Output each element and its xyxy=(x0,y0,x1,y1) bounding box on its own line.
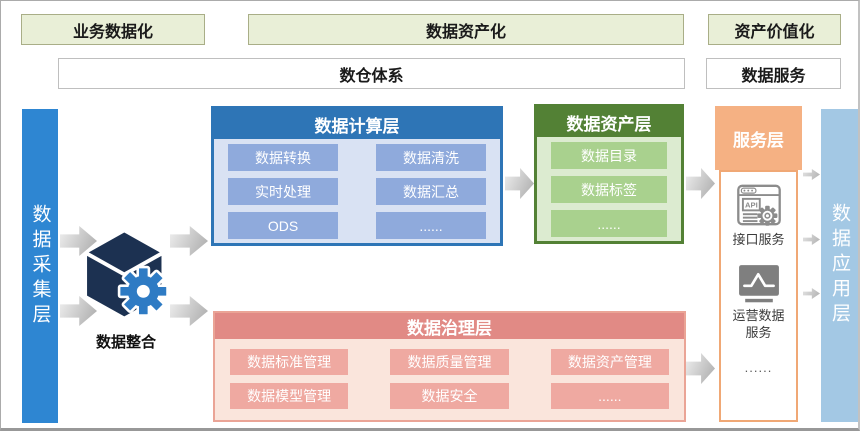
governance-item: 数据安全 xyxy=(390,383,509,409)
banner-asset-valuation: 资产价值化 xyxy=(708,14,841,45)
flow-arrow-icon xyxy=(170,226,208,256)
compute-layer-title: 数据计算层 xyxy=(214,109,500,139)
governance-item: 数据标准管理 xyxy=(230,349,349,375)
box-label: 数据服务 xyxy=(741,67,806,85)
flow-arrow-small-icon xyxy=(803,234,820,245)
flow-arrow-icon xyxy=(505,168,534,199)
ops-chart-monitor-icon xyxy=(738,264,779,303)
asset-layer-cells: 数据目录 数据标签 ...... xyxy=(537,137,681,242)
ops-service-label: 运营数据服务 xyxy=(732,307,785,340)
governance-item: ...... xyxy=(550,383,669,409)
banner-label: 业务数据化 xyxy=(72,23,153,41)
box-data-service: 数据服务 xyxy=(706,58,841,89)
banner-label: 资产价值化 xyxy=(734,23,815,41)
governance-item: 数据质量管理 xyxy=(390,349,509,375)
cube-gear-icon xyxy=(87,232,169,317)
governance-layer-box: 数据治理层 数据标准管理 数据质量管理 数据资产管理 数据模型管理 数据安全 .… xyxy=(213,311,686,422)
flow-arrow-small-icon xyxy=(803,169,820,180)
compute-item: ...... xyxy=(376,212,486,239)
compute-item: 数据转换 xyxy=(228,144,338,171)
api-service-label: 接口服务 xyxy=(732,232,785,247)
flow-arrow-icon xyxy=(170,296,208,326)
compute-item: 数据汇总 xyxy=(376,178,486,205)
asset-layer-box: 数据资产层 数据目录 数据标签 ...... xyxy=(534,104,684,244)
governance-item: 数据资产管理 xyxy=(550,349,669,375)
banner-business-datafication: 业务数据化 xyxy=(21,14,205,45)
compute-item: 实时处理 xyxy=(228,178,338,205)
compute-item: ODS xyxy=(228,212,338,239)
service-layer-body: API 接口服务 运营数据服务 xyxy=(719,170,798,422)
compute-layer-box: 数据计算层 数据转换 数据清洗 实时处理 数据汇总 ODS ...... xyxy=(211,106,503,246)
banner-label: 数据资产化 xyxy=(425,23,506,41)
asset-layer-title: 数据资产层 xyxy=(537,107,681,137)
service-more-ellipsis: ...... xyxy=(744,359,773,375)
service-layer-title: 服务层 xyxy=(715,106,802,170)
flow-arrow-icon xyxy=(686,168,715,199)
asset-item: 数据目录 xyxy=(551,142,667,169)
service-layer-box: 服务层 API xyxy=(715,106,802,422)
data-collection-layer-label: 数据采集层 xyxy=(29,203,51,329)
asset-item: ...... xyxy=(551,210,667,237)
box-data-warehouse-system: 数仓体系 xyxy=(58,58,685,89)
compute-item: 数据清洗 xyxy=(376,144,486,171)
governance-item: 数据模型管理 xyxy=(230,383,349,409)
governance-layer-title: 数据治理层 xyxy=(215,313,684,339)
compute-layer-cells: 数据转换 数据清洗 实时处理 数据汇总 ODS ...... xyxy=(214,139,500,244)
banner-data-assetization: 数据资产化 xyxy=(248,14,684,45)
svg-text:API: API xyxy=(744,201,757,210)
integration-label: 数据整合 xyxy=(95,334,156,351)
data-application-layer-bar: 数据应用层 xyxy=(821,109,858,422)
flow-arrow-icon xyxy=(686,353,715,384)
box-label: 数仓体系 xyxy=(339,67,404,85)
flow-arrow-small-icon xyxy=(803,288,820,299)
asset-item: 数据标签 xyxy=(551,176,667,203)
data-application-layer-label: 数据应用层 xyxy=(829,203,850,328)
data-collection-layer-bar: 数据采集层 xyxy=(22,109,58,423)
api-service-icon: API xyxy=(736,184,781,226)
governance-layer-cells: 数据标准管理 数据质量管理 数据资产管理 数据模型管理 数据安全 ...... xyxy=(215,339,684,419)
